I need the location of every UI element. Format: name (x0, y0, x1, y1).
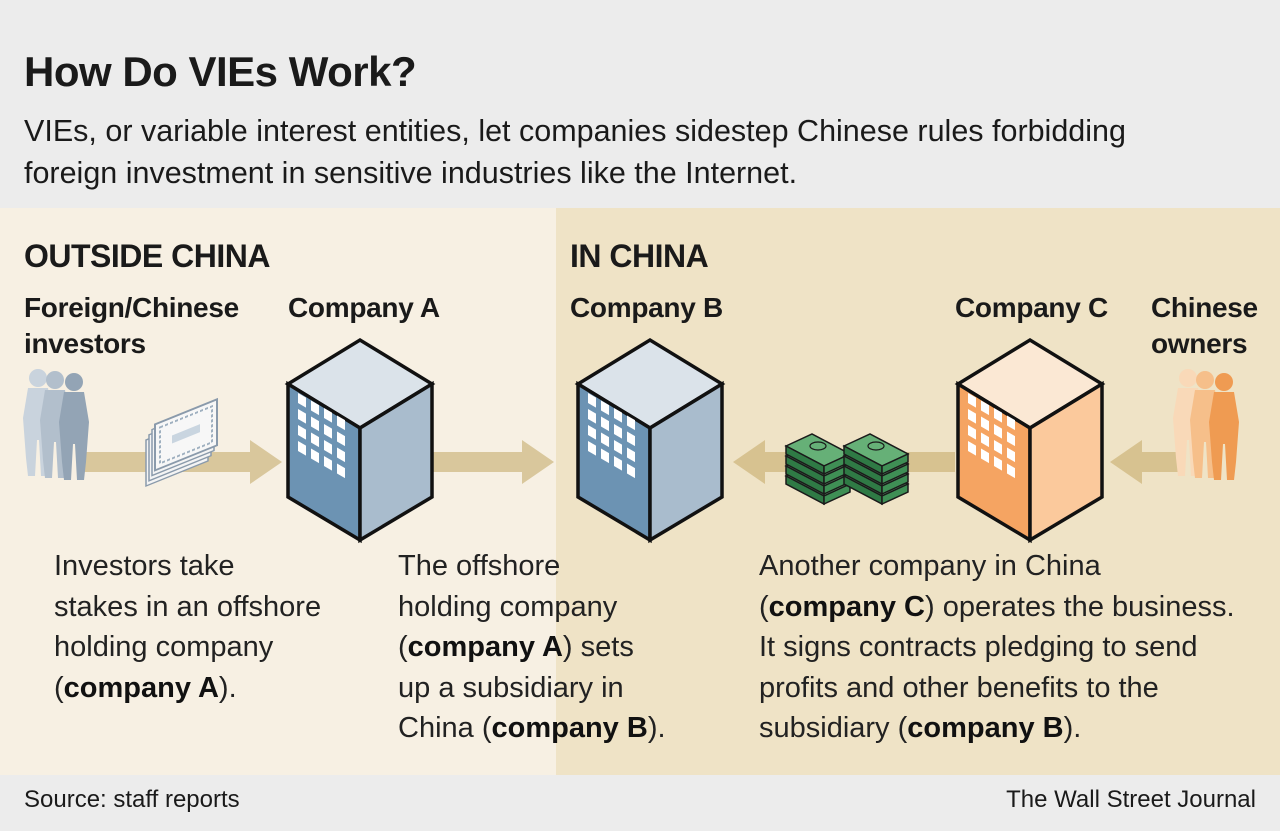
description-step-2: The offshore holding company (company A)… (398, 550, 666, 744)
label-chinese-owners: Chinese owners (1151, 292, 1258, 359)
region-label-outside: OUTSIDE CHINA (24, 238, 270, 274)
page-title: How Do VIEs Work? (24, 48, 417, 95)
page-subtitle: VIEs, or variable interest entities, let… (24, 114, 1126, 190)
arrow-left-icon (1110, 440, 1185, 484)
cash-stack-icon (843, 433, 909, 505)
label-company-a: Company A (288, 292, 440, 323)
people-icon (23, 369, 89, 480)
cash-stack-icon (785, 433, 851, 505)
building-icon (284, 337, 436, 544)
arrow-right-icon (432, 440, 554, 484)
label-foreign-investors: Foreign/Chinese investors (24, 292, 239, 359)
publisher-credit: The Wall Street Journal (1006, 786, 1256, 813)
header: How Do VIEs Work? VIEs, or variable inte… (0, 0, 1280, 208)
source-note: Source: staff reports (24, 786, 240, 813)
region-label-inside: IN CHINA (570, 238, 709, 274)
building-icon (574, 337, 726, 544)
description-step-3: Another company in China (company C) ope… (759, 550, 1235, 744)
stock-certificate-icon (145, 397, 218, 488)
label-company-c: Company C (955, 292, 1108, 323)
outside-china-panel (0, 208, 556, 775)
building-icon (954, 337, 1106, 544)
description-step-1: Investors take stakes in an offshore hol… (54, 550, 322, 704)
people-icon (1173, 369, 1239, 480)
label-company-b: Company B (570, 292, 723, 323)
footer (0, 775, 1280, 831)
